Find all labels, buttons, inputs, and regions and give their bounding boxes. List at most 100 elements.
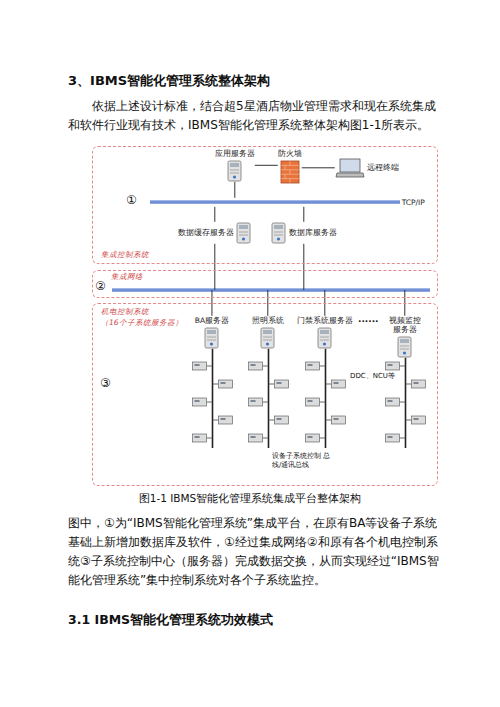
server-icon	[260, 327, 276, 349]
server-icon	[317, 327, 333, 349]
server-icon	[236, 222, 252, 244]
server-led	[323, 342, 326, 345]
system-region: 应用服务器防火墙远程终端TCP/IP数据缓存服务器数据库服务器集成控制系统	[92, 146, 438, 264]
node-label: BA服务器	[195, 316, 229, 325]
device-link	[269, 384, 275, 385]
brick-joint	[289, 161, 290, 165]
device-panel	[334, 382, 339, 384]
server-node: BA服务器	[195, 316, 229, 349]
device-panel	[388, 400, 393, 402]
network-region: 集成网络	[92, 270, 438, 298]
server-led	[210, 342, 213, 345]
device-link	[406, 384, 412, 385]
control-bus	[405, 358, 407, 448]
brick-joint	[284, 174, 285, 178]
brick-joint	[289, 170, 290, 174]
node-label: 远程终端	[367, 163, 399, 172]
subsection-heading: 3.1 IBMS智能化管理系统功效模式	[68, 612, 273, 629]
bus-stub	[214, 270, 215, 290]
region-title: 集成网络	[111, 272, 143, 281]
node-label: 应用服务器	[215, 149, 255, 158]
callout-number: ③	[100, 376, 111, 390]
server-led	[403, 351, 406, 354]
node-label: 防火墙	[278, 149, 302, 158]
server-node: 照明系统	[252, 316, 284, 349]
connector	[303, 207, 304, 222]
device-panel	[334, 418, 339, 420]
laptop-base	[336, 173, 364, 177]
node-label: 门禁系统服务器	[297, 316, 353, 325]
device-box	[249, 434, 263, 442]
device-note: DDC、NCU等	[350, 371, 395, 381]
device-panel	[308, 436, 313, 438]
firewall-node: 防火墙	[278, 149, 302, 184]
device-panel	[251, 436, 256, 438]
laptop-icon	[335, 158, 365, 178]
device-box	[193, 398, 207, 406]
device-box	[412, 380, 426, 388]
device-link	[320, 438, 326, 439]
connector	[234, 182, 235, 198]
device-link	[400, 438, 406, 439]
bus-stub	[267, 290, 268, 298]
server-slot	[239, 231, 248, 232]
control-bus	[268, 349, 270, 448]
node-label: 数据库服务器	[289, 228, 337, 237]
device-box	[386, 362, 400, 370]
device-link	[213, 420, 219, 421]
firewall-wall	[281, 161, 299, 183]
server-body	[398, 337, 411, 357]
server-body	[228, 161, 241, 181]
control-bus	[212, 349, 214, 448]
device-box	[275, 380, 289, 388]
device-panel	[308, 400, 313, 402]
device-panel	[388, 364, 393, 366]
server-node: 应用服务器	[215, 149, 255, 182]
device-panel	[388, 436, 393, 438]
connector	[303, 244, 304, 270]
bus-stub	[404, 290, 405, 298]
control-bus	[325, 349, 327, 448]
bus-stub	[303, 270, 304, 290]
device-link	[213, 384, 219, 385]
body-paragraph: 图中，①为“IBMS智能化管理系统”集成平台，在原有BA等设备子系统基础上新增加…	[68, 514, 440, 590]
device-box	[306, 434, 320, 442]
server-slot	[320, 336, 329, 337]
region-title: 机电控制系统	[101, 307, 149, 316]
device-box	[193, 434, 207, 442]
server-body	[272, 223, 285, 243]
device-link	[207, 402, 213, 403]
device-box	[332, 416, 346, 424]
server-slot	[207, 339, 216, 340]
device-panel	[195, 400, 200, 402]
ellipsis-mark: ......	[358, 314, 379, 324]
server-slot	[274, 231, 283, 232]
device-box	[275, 416, 289, 424]
device-box	[306, 398, 320, 406]
node-label: 照明系统	[252, 316, 284, 325]
node-label: 数据缓存服务器	[178, 228, 234, 237]
server-slot	[239, 234, 248, 235]
device-panel	[277, 382, 282, 384]
server-slot	[263, 336, 272, 337]
network-bus: TCP/IP	[150, 198, 425, 207]
connector	[267, 298, 268, 316]
server-icon	[397, 336, 413, 358]
connector	[214, 207, 215, 222]
brick-joint	[284, 165, 285, 169]
connector	[211, 298, 212, 316]
server-panel	[274, 225, 283, 229]
server-led	[277, 237, 280, 240]
bus-label: TCP/IP	[402, 198, 425, 207]
server-node: 数据缓存服务器	[178, 222, 252, 244]
connector	[404, 298, 405, 316]
server-body	[205, 328, 218, 348]
server-panel	[320, 330, 329, 334]
server-slot	[263, 339, 272, 340]
bus-stub	[211, 290, 212, 298]
device-link	[263, 366, 269, 367]
section-heading: 3、IBMS智能化管理系统整体架构	[68, 72, 270, 90]
device-box	[332, 380, 346, 388]
device-panel	[414, 382, 419, 384]
